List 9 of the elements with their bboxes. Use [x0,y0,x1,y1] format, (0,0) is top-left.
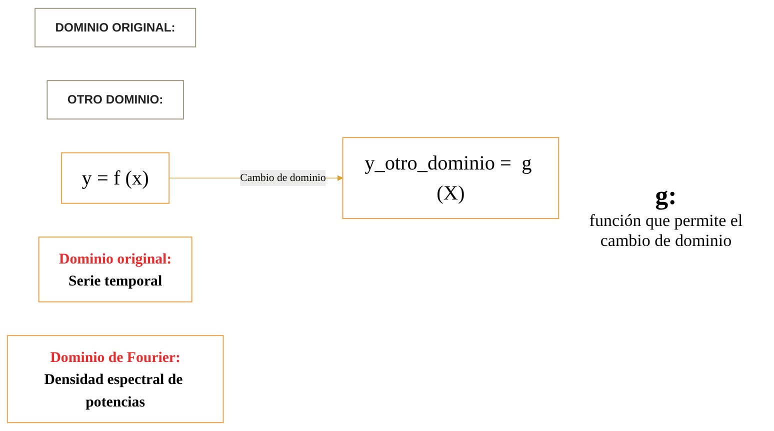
node-box [38,236,192,302]
node-box [61,152,170,204]
note-text: g: [654,180,678,210]
note-text: función que permite el cambio de dominio [588,210,744,250]
node-box [6,335,224,424]
node-box [34,8,196,48]
node-box [46,80,184,120]
diagram: Cambio de dominio DOMINIO ORIGINAL: OTRO DOMINIO: y = f (x) y_otro_dominio = g (X) Dominio original: Serie temporal Dominio de Fourier: Densidad espectral de potencias [0,3,566,428]
node-box [342,137,560,220]
